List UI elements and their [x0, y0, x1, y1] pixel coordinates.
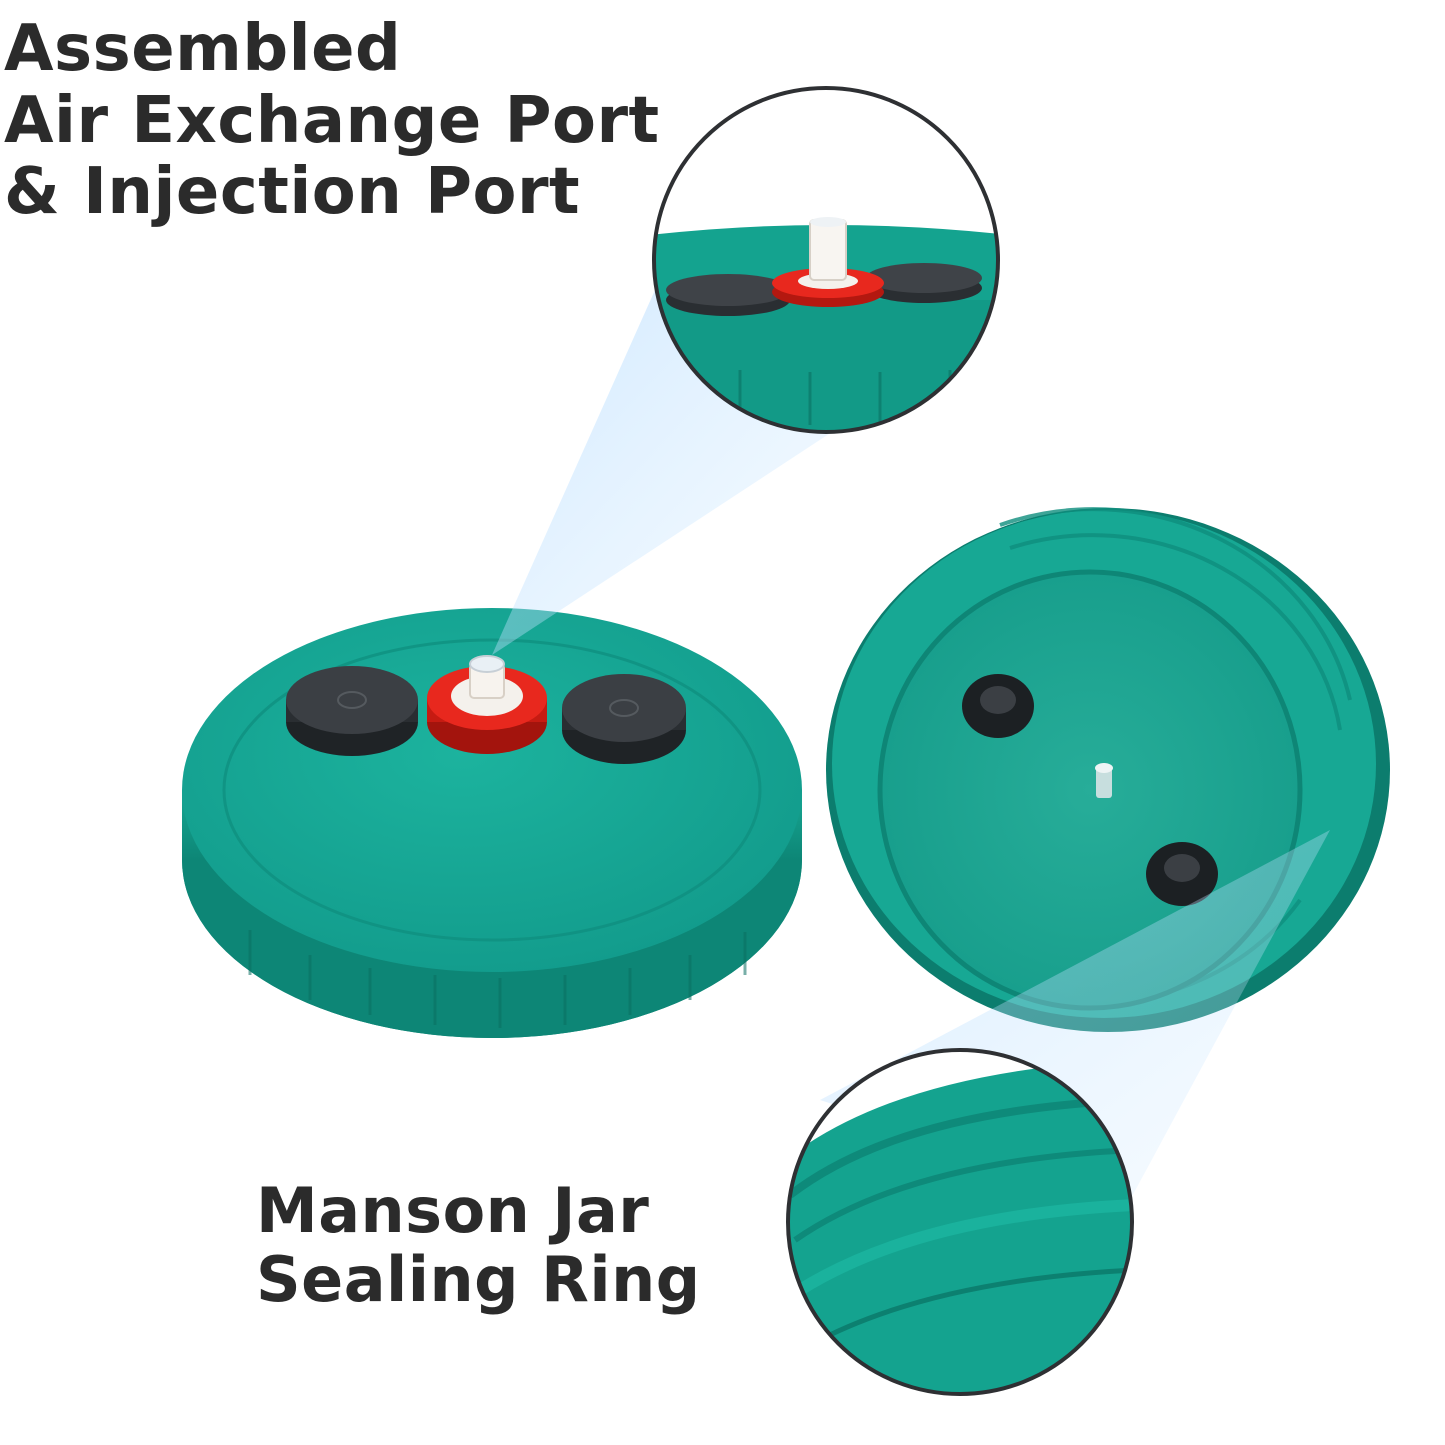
caption-bottom-line-2: Sealing Ring [256, 1243, 701, 1317]
caption-assembled-ports: Assembled Air Exchange Port & Injection … [4, 12, 660, 230]
zoom-circle-bottom [786, 1048, 1134, 1396]
caption-top-line-2: Air Exchange Port [4, 83, 660, 158]
center-injection-tube [1095, 763, 1113, 798]
caption-sealing-ring: Manson Jar Sealing Ring [256, 1176, 701, 1315]
right-grommet-port [562, 674, 686, 764]
red-filter-port [427, 655, 547, 754]
caption-bottom-line-1: Manson Jar [256, 1174, 650, 1247]
caption-top-line-1: Assembled [4, 12, 402, 86]
caption-top-line-3: & Injection Port [4, 155, 581, 230]
left-grommet-port [286, 666, 418, 756]
underside-grommet-1 [962, 674, 1034, 738]
zoom-circle-top [652, 86, 1000, 434]
left-lid [182, 608, 802, 1038]
left-lid-grip-ridges [248, 930, 747, 1028]
underside-grommet-2 [1146, 842, 1218, 906]
